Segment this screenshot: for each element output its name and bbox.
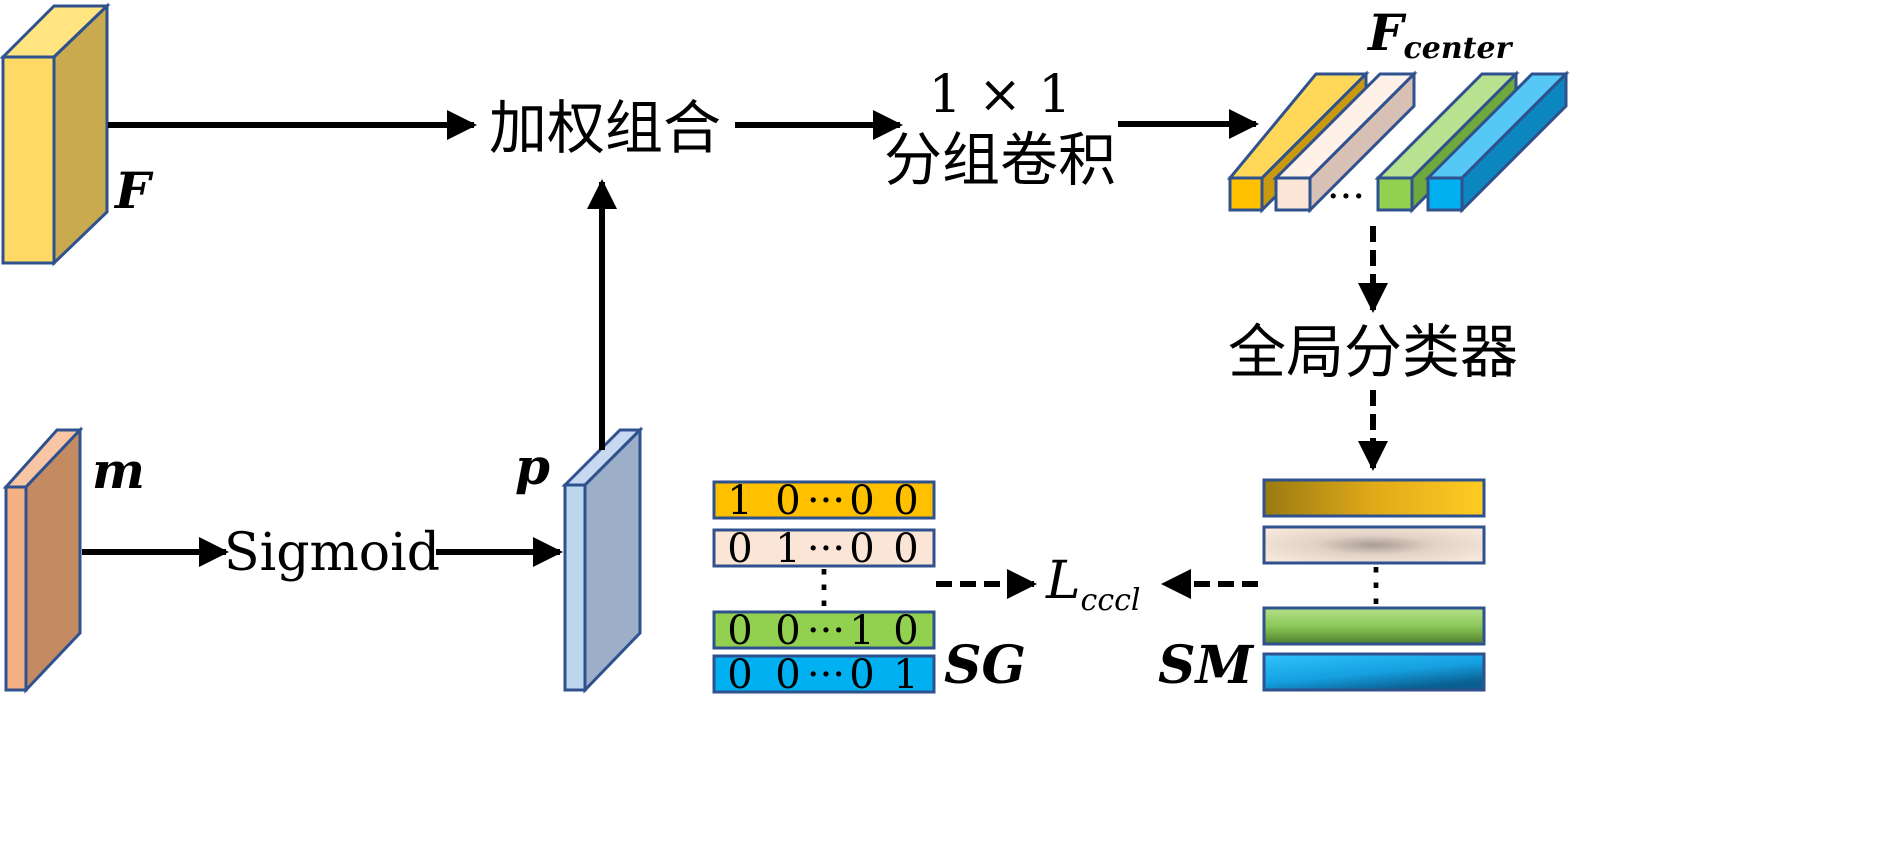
- label-fcenter-sub: center: [1404, 31, 1514, 66]
- sg-row-2-dots: ···: [807, 526, 845, 572]
- sg-cell: 0: [893, 478, 918, 524]
- sm-bar-4: [1262, 652, 1486, 692]
- feature-block-m: [2, 426, 84, 694]
- sg-cell: 0: [893, 608, 918, 654]
- label-fcenter: Fcenter: [1366, 3, 1514, 66]
- fcenter-cube-2: [1272, 70, 1418, 214]
- weighted-combination-node: 加权组合: [489, 94, 721, 162]
- sg-cell: 0: [727, 608, 752, 654]
- label-fcenter-main: F: [1366, 3, 1407, 62]
- sg-row-4-bg: [712, 654, 936, 694]
- sm-bar-3: [1262, 606, 1486, 646]
- sg-cell: 0: [849, 478, 874, 524]
- sg-row-3-dots: ···: [807, 608, 845, 654]
- sg-row-2: 0 1 ··· 0 0: [712, 526, 936, 572]
- label-sg: SG: [944, 635, 1026, 696]
- sg-row-1: 1 0 ··· 0 0: [712, 478, 936, 524]
- label-p: p: [515, 437, 550, 496]
- sg-cell: 0: [727, 526, 752, 572]
- sm-vertical-dots: ⋮: [1353, 557, 1399, 611]
- fcenter-cube-4: [1424, 70, 1570, 214]
- sg-cell: 0: [775, 478, 800, 524]
- loss-label: Lcccl: [1045, 551, 1141, 618]
- sm-bar-1: [1262, 478, 1486, 518]
- sg-cell: 0: [775, 652, 800, 698]
- sm-bar-2: [1262, 525, 1486, 565]
- sg-cell: 1: [893, 652, 918, 698]
- sg-cell: 1: [775, 526, 800, 572]
- sg-cell: 0: [775, 608, 800, 654]
- conv-node-line1: 1 × 1: [929, 65, 1072, 125]
- sg-cell: 0: [893, 526, 918, 572]
- sg-row-3: 0 0 ··· 1 0: [712, 608, 936, 654]
- sg-cell: 1: [727, 478, 752, 524]
- global-classifier-node: 全局分类器: [1228, 318, 1518, 386]
- sg-vertical-dots: ⋮: [801, 559, 847, 613]
- feature-block-f: [0, 2, 111, 267]
- sg-cell: 0: [727, 652, 752, 698]
- feature-block-p: [561, 426, 644, 694]
- conv-node-line2: 分组卷积: [884, 126, 1116, 194]
- sg-cell: 0: [849, 652, 874, 698]
- sg-row-1-bg: [712, 480, 936, 520]
- sg-cell: 1: [849, 608, 874, 654]
- sg-row-4: 0 0 ··· 0 1: [712, 652, 936, 698]
- sg-row-4-dots: ···: [807, 652, 845, 698]
- sg-row-2-bg: [712, 528, 936, 568]
- label-sm: SM: [1158, 635, 1255, 696]
- loss-label-main: L: [1045, 551, 1081, 611]
- sg-row-3-bg: [712, 610, 936, 650]
- fcenter-ellipsis: ···: [1327, 174, 1365, 220]
- label-m: m: [92, 441, 145, 500]
- sigmoid-node: Sigmoid: [224, 523, 440, 583]
- loss-label-sub: cccl: [1081, 583, 1141, 618]
- sg-cell: 0: [849, 526, 874, 572]
- label-f: F: [113, 161, 154, 220]
- sg-row-1-dots: ···: [807, 478, 845, 524]
